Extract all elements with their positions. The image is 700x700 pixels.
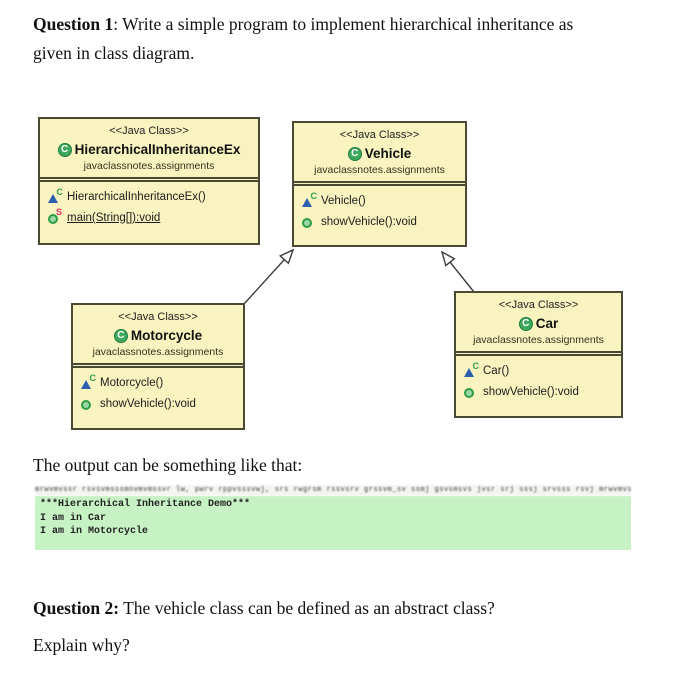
member-row: C HierarchicalInheritanceEx() <box>47 188 258 204</box>
class-header: <<Java Class>> C Vehicle javaclassnotes.… <box>294 123 465 181</box>
stereotype-label: <<Java Class>> <box>498 299 579 311</box>
attributes-compartment <box>456 351 621 356</box>
stereotype-label: <<Java Class>> <box>109 125 189 137</box>
member-row: C Motorcycle() <box>80 374 243 390</box>
class-header: <<Java Class>> C Car javaclassnotes.assi… <box>456 293 621 351</box>
inheritance-arrow-motorcycle-to-vehicle <box>243 248 295 305</box>
methods-compartment: C Motorcycle() showVehicle():void <box>73 368 243 411</box>
class-header: <<Java Class>> C Motorcycle javaclassnot… <box>73 305 243 363</box>
constructor-icon: C <box>80 374 97 390</box>
member-row: showVehicle():void <box>463 385 621 399</box>
console-line: I am in Car <box>40 512 107 524</box>
methods-compartment: C Car() showVehicle():void <box>456 356 621 399</box>
attributes-compartment <box>73 363 243 368</box>
methods-compartment: C Vehicle() showVehicle():void <box>294 186 465 229</box>
member-row: C Car() <box>463 362 621 378</box>
class-icon: C <box>347 146 362 161</box>
class-name: Car <box>535 316 559 331</box>
console-illegible-line: mrwvmvssr rsvsvmsssmnvmvmssvr lw, pwrv r… <box>35 485 631 496</box>
constructor-icon: C <box>47 188 64 204</box>
class-name: Vehicle <box>364 146 412 161</box>
console-line: ***Hierarchical Inheritance Demo*** <box>40 499 251 510</box>
attributes-compartment <box>294 181 465 186</box>
public-method-icon <box>463 385 480 399</box>
inheritance-arrow-car-to-vehicle <box>440 250 475 293</box>
question1-line2: given in class diagram. <box>33 43 195 63</box>
attributes-compartment <box>40 177 258 182</box>
class-box-vehicle: <<Java Class>> C Vehicle javaclassnotes.… <box>292 121 467 247</box>
package-name: javaclassnotes.assignments <box>473 334 604 346</box>
public-method-icon <box>301 215 318 229</box>
package-name: javaclassnotes.assignments <box>314 164 445 176</box>
console-output-body: ***Hierarchical Inheritance Demo*** I am… <box>35 496 631 550</box>
constructor-icon: C <box>463 362 480 378</box>
class-box-motorcycle: <<Java Class>> C Motorcycle javaclassnot… <box>71 303 245 430</box>
public-method-icon <box>80 397 97 411</box>
member-label: main(String[]):void <box>67 212 161 224</box>
output-intro-text: The output can be something like that: <box>33 455 303 475</box>
member-row: C Vehicle() <box>301 192 465 208</box>
console-line: I am in Motorcycle <box>40 526 149 537</box>
question2-text: Question 2: The vehicle class can be def… <box>33 594 495 623</box>
member-label: showVehicle():void <box>321 216 417 228</box>
class-name: Motorcycle <box>130 328 203 343</box>
package-name: javaclassnotes.assignments <box>83 160 215 172</box>
member-label: Motorcycle() <box>100 377 164 389</box>
member-label: showVehicle():void <box>483 386 579 398</box>
class-icon: C <box>113 328 128 343</box>
question1-label: Question 1 <box>33 14 114 34</box>
class-header: <<Java Class>> C HierarchicalInheritance… <box>40 119 258 177</box>
stereotype-label: <<Java Class>> <box>118 311 198 323</box>
member-label: showVehicle():void <box>100 398 196 410</box>
question1-line1: : Write a simple program to implement hi… <box>113 14 574 34</box>
question2-line2: Explain why? <box>33 635 130 655</box>
member-label: HierarchicalInheritanceEx() <box>67 191 206 203</box>
package-name: javaclassnotes.assignments <box>92 346 224 358</box>
methods-compartment: C HierarchicalInheritanceEx() S main(Str… <box>40 182 258 225</box>
question2-line1: The vehicle class can be defined as an a… <box>119 598 495 618</box>
stereotype-label: <<Java Class>> <box>339 129 420 141</box>
static-method-icon: S <box>47 208 64 225</box>
member-label: Vehicle() <box>321 195 366 207</box>
console-output: mrwvmvssr rsvsvmsssmnvmvmssvr lw, pwrv r… <box>35 485 631 550</box>
class-box-hierarchicalinheritanceex: <<Java Class>> C HierarchicalInheritance… <box>38 117 260 245</box>
member-row: S main(String[]):void <box>47 208 258 225</box>
class-name: HierarchicalInheritanceEx <box>74 142 241 157</box>
class-box-car: <<Java Class>> C Car javaclassnotes.assi… <box>454 291 623 418</box>
question2-label: Question 2: <box>33 598 120 618</box>
question1-text: Question 1: Write a simple program to im… <box>33 10 643 68</box>
class-icon: C <box>57 142 72 157</box>
member-label: Car() <box>483 365 510 377</box>
member-row: showVehicle():void <box>80 397 243 411</box>
class-icon: C <box>518 316 533 331</box>
member-row: showVehicle():void <box>301 215 465 229</box>
constructor-icon: C <box>301 192 318 208</box>
